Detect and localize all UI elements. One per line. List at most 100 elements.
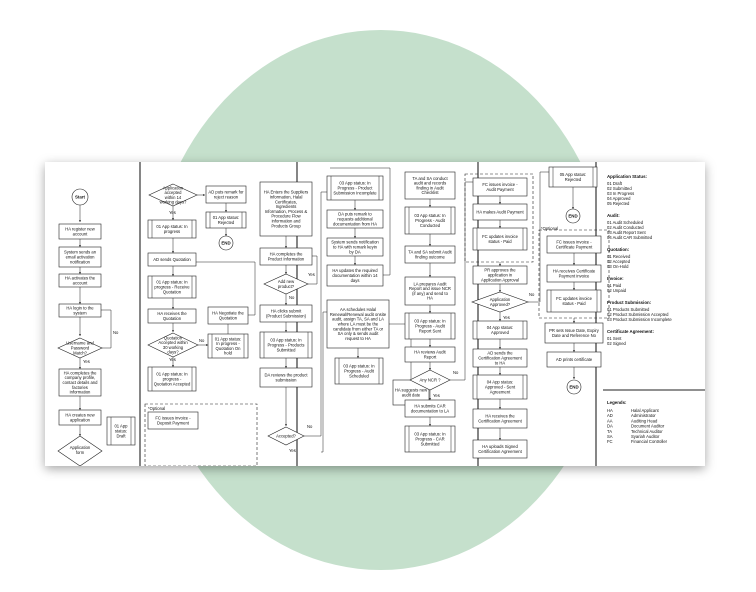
line-l6-reject (528, 171, 550, 303)
arrow-l2-3-head (171, 307, 175, 309)
arrow-l3-1-head (284, 272, 288, 274)
arrow-l2-6-head (171, 365, 175, 367)
legend-item-cert-agreement-1: 02 Signed (607, 341, 627, 346)
arrow-l1-7-head (78, 434, 82, 436)
arrow-l3-5-head (284, 424, 288, 426)
arrow-l4-0-head (353, 208, 357, 210)
box-submit-products-label: HA clicks submit(Product Submission) (266, 309, 307, 319)
box-audit-payment-label: HA makes Audit Payment (476, 210, 524, 215)
arrow-l7-5-head (572, 377, 576, 379)
label-yes-3: Yes (169, 357, 176, 362)
box-receive-quotation (147, 308, 197, 324)
box-send-quotation (147, 252, 197, 267)
legend-name-3: Document Auditor (631, 424, 665, 429)
legend-item-audit-2: 03 Audit Report Sent (607, 230, 646, 235)
legend-name-2: Auditing Head (631, 418, 658, 423)
legend-item-audit-0: 01 Audit Scheduled (607, 220, 644, 225)
start-node-label: Start (75, 195, 86, 200)
arrow-l6-0-head (498, 202, 502, 204)
arrow-l2-4-head (171, 330, 175, 332)
status-rejected-l7-label: 05 App status:Rejected (560, 172, 587, 182)
legend-title-audit: Audit: (607, 213, 620, 218)
legend-code-1: AD (607, 413, 613, 418)
legend-item-product-submission-2: 03 Product Submission Incomplete (607, 317, 672, 322)
legend-item-quotation-0: 01 Received (607, 254, 631, 259)
box-send-quotation-label: AD sends Quotation (153, 257, 191, 262)
box-deposit-invoice (147, 411, 199, 430)
arrow-l3-3-head (284, 330, 288, 332)
status-receive-quotation (147, 275, 197, 299)
arrow-l2-reject-head (203, 193, 205, 197)
legend-item-product-submission-1: 02 Product Submission Accepted (607, 312, 669, 317)
arrow-l6-6-head (498, 373, 502, 375)
arrow-l7-4-head (572, 350, 576, 352)
status-audit-conducted (404, 206, 456, 235)
box-print-certificate-label: AD prints certificate (556, 357, 593, 362)
box-upload-agreement (472, 439, 528, 459)
arrow-l6-8-head (498, 438, 502, 440)
status-sent-agreement (472, 374, 528, 400)
line-l3-reject (304, 191, 327, 437)
status-products-submitted (259, 331, 313, 359)
arrow-l2-1-head (171, 251, 175, 253)
arrow-l6-1-head (498, 226, 502, 228)
legend-item-audit-3: 04 Audit CAR Submitted (607, 235, 653, 240)
arrow-l4-3-head (356, 356, 360, 358)
status-invoice-paid-l6 (472, 227, 528, 251)
arrow-l6-7-head (498, 407, 502, 409)
legend-code-2: AA (607, 418, 613, 423)
legend-title-cert-agreement: Certificate Agreement: (607, 329, 654, 334)
box-company-profile (58, 368, 102, 397)
arrow-l3-4-head (284, 366, 288, 368)
box-deposit-invoice-label: FC issues invoice -Deposit Payment (155, 416, 191, 426)
arrow-l2-2-head (171, 274, 175, 276)
legend-title-app-status: Application Status: (607, 174, 648, 179)
arrow-l5-4-head (428, 345, 432, 347)
status-car-submitted (404, 425, 456, 453)
legend-item-app-status-0: 01 Draft (607, 181, 623, 186)
arrow-l5-2-head (428, 275, 432, 277)
diamond-application-form (57, 435, 103, 466)
legend-item-product-submission-0: 01 Products Submitted (607, 307, 650, 312)
box-conduct-audit (404, 171, 456, 200)
arrow-l6-3-head (498, 290, 502, 292)
legend-code-4: TA (607, 429, 612, 434)
line-l3-add (308, 255, 318, 285)
label-yes-7: Yes (503, 315, 510, 320)
line-l4-in (321, 311, 327, 453)
arrow-l4-1-head (353, 236, 357, 238)
arrow-l7-0-head (571, 207, 575, 209)
legend-item-quotation-1: 02 Accepted (607, 259, 631, 264)
label-no-5: No (453, 370, 459, 375)
arrow-l5-1-head (428, 244, 432, 246)
arrow-l1-0-head (78, 220, 82, 222)
